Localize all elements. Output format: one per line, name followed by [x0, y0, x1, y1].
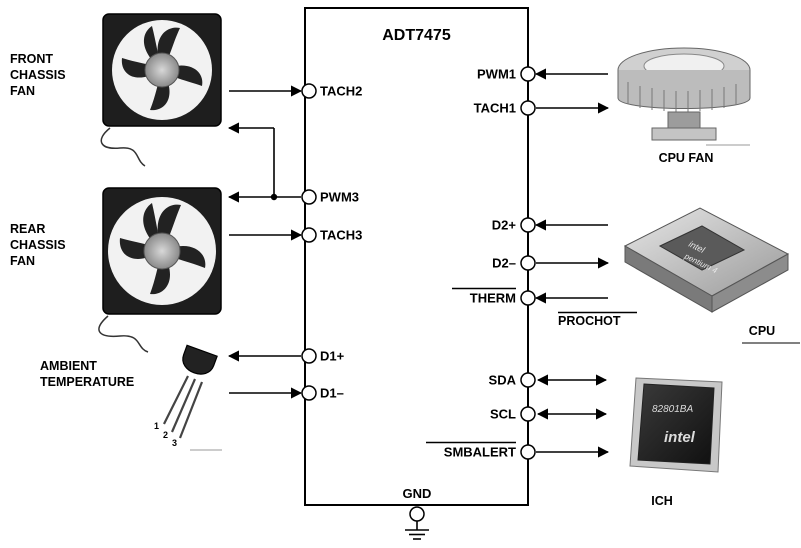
temperature-sensor-icon — [163, 344, 218, 439]
pin-smbalert: SMBALERT — [426, 441, 610, 460]
pin-d2-plus: D2+ — [492, 217, 608, 233]
pin-pwm3: PWM3 — [227, 122, 359, 205]
pin-label-d1-minus: D1– — [320, 386, 344, 401]
ambient-line2: TEMPERATURE — [40, 375, 134, 389]
gnd-label: GND — [403, 486, 432, 501]
pin-sda: SDA — [489, 372, 608, 388]
front-chassis-fan-icon — [100, 13, 222, 167]
pin-label-pwm1: PWM1 — [477, 67, 516, 82]
pin-label-d2-minus: D2– — [492, 256, 516, 271]
cpu-fan-label: CPU FAN — [659, 151, 714, 165]
pin-label-sda: SDA — [489, 373, 517, 388]
rear-chassis-fan-icon — [98, 187, 222, 353]
ich-chip-icon: 82801BA intel — [629, 377, 723, 473]
ambient-line1: AMBIENT — [40, 359, 97, 373]
chip-title: ADT7475 — [382, 27, 451, 44]
prochot-label: PROCHOT — [558, 314, 621, 328]
rear-fan-line2: CHASSIS — [10, 238, 66, 252]
pin-tach2: TACH2 — [229, 83, 362, 99]
pin-label-scl: SCL — [490, 407, 516, 422]
pin-pwm1: PWM1 — [477, 66, 608, 82]
sensor-pin-3: 3 — [172, 438, 177, 448]
pin-label-tach2: TACH2 — [320, 84, 362, 99]
gnd-pin — [409, 506, 425, 522]
junction-dot — [270, 193, 278, 201]
pin-label-pwm3: PWM3 — [320, 190, 359, 205]
front-fan-line1: FRONT — [10, 52, 53, 66]
sensor-pin-2: 2 — [163, 430, 168, 440]
front-fan-line3: FAN — [10, 84, 35, 98]
pin-label-d1-plus: D1+ — [320, 349, 345, 364]
pin-label-d2-plus: D2+ — [492, 218, 517, 233]
ich-label: ICH — [651, 494, 673, 508]
pin-therm: THERM — [452, 287, 608, 306]
pin-d1-minus: D1– — [229, 385, 344, 401]
rear-fan-line1: REAR — [10, 222, 45, 236]
pin-tach1: TACH1 — [474, 100, 610, 116]
ich-marking-part: 82801BA — [652, 404, 693, 415]
ground-symbol — [405, 521, 429, 540]
pin-label-therm: THERM — [470, 291, 516, 306]
rear-fan-line3: FAN — [10, 254, 35, 268]
pin-label-tach3: TACH3 — [320, 228, 362, 243]
cpu-fan-icon — [617, 47, 751, 141]
pin-d2-minus: D2– — [492, 255, 610, 271]
front-fan-line2: CHASSIS — [10, 68, 66, 82]
pin-label-tach1: TACH1 — [474, 101, 516, 116]
pin-tach3: TACH3 — [229, 227, 362, 243]
pin-label-smbalert: SMBALERT — [444, 445, 516, 460]
sensor-pin-1: 1 — [154, 421, 159, 431]
ich-marking-brand: intel — [664, 429, 696, 446]
cpu-icon: intel pentium 4 — [623, 207, 790, 313]
pin-scl: SCL — [490, 406, 608, 422]
pin-d1-plus: D1+ — [227, 348, 345, 364]
cpu-label: CPU — [749, 324, 775, 338]
